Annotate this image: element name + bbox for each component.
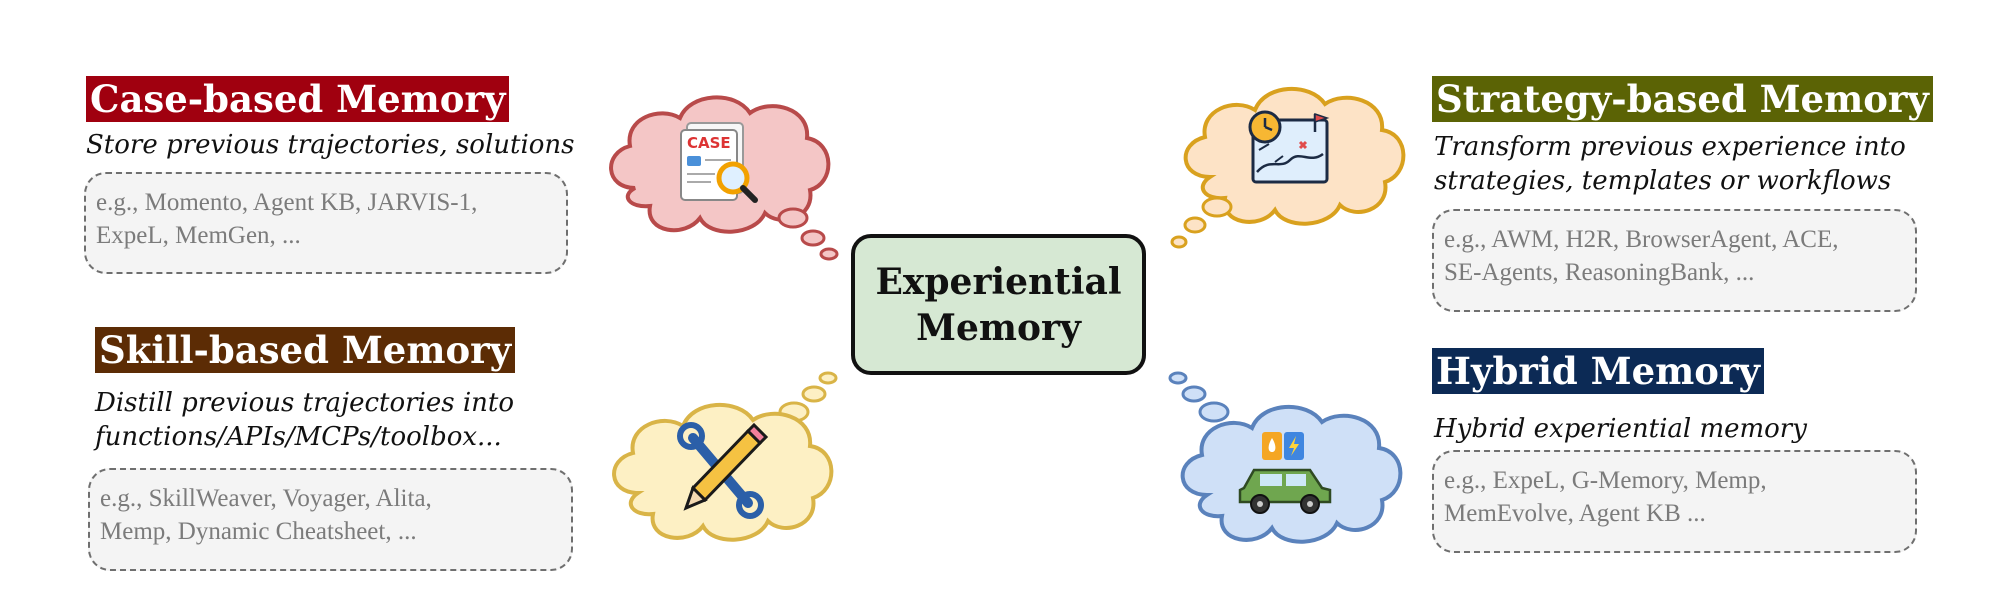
svg-text:CASE: CASE bbox=[687, 134, 731, 152]
skill-bubble bbox=[801, 385, 827, 403]
skill-bubble bbox=[818, 371, 838, 385]
strategy-bubble bbox=[1183, 216, 1207, 234]
case-desc-line: Store previous trajectories, solutions bbox=[86, 130, 575, 160]
strategy-memory-description: Transform previous experience into strat… bbox=[1434, 130, 1906, 198]
hybrid-bubble bbox=[1198, 401, 1230, 423]
strategy-bubble bbox=[1201, 196, 1233, 218]
case-bubble bbox=[800, 229, 826, 247]
strategy-desc-line: strategies, templates or workflows bbox=[1434, 166, 1892, 196]
strategy-desc-line: Transform previous experience into bbox=[1434, 132, 1906, 162]
skill-memory-title: Skill-based Memory bbox=[95, 327, 516, 373]
center-title-line: Memory bbox=[916, 306, 1081, 349]
skill-example-line: Memp, Dynamic Cheatsheet, ... bbox=[100, 518, 417, 545]
case-file-magnifier-icon: CASE bbox=[680, 122, 758, 203]
hybrid-thought-cloud bbox=[1168, 371, 1403, 544]
hybrid-bubble bbox=[1168, 371, 1188, 385]
strategy-thought-cloud bbox=[1170, 87, 1406, 249]
case-memory-examples: e.g., Momento, Agent KB, JARVIS-1, ExpeL… bbox=[84, 172, 568, 274]
hybrid-bubble bbox=[1181, 385, 1207, 403]
hybrid-memory-title: Hybrid Memory bbox=[1432, 348, 1764, 394]
skill-memory-description: Distill previous trajectories into funct… bbox=[95, 386, 514, 454]
case-thought-cloud: CASE bbox=[609, 95, 839, 261]
skill-example-line: e.g., SkillWeaver, Voyager, Alita, bbox=[100, 485, 432, 512]
skill-desc-line: functions/APIs/MCPs/toolbox... bbox=[95, 422, 502, 452]
hybrid-memory-examples: e.g., ExpeL, G-Memory, Memp, MemEvolve, … bbox=[1432, 450, 1917, 553]
strategy-example-line: e.g., AWM, H2R, BrowserAgent, ACE, bbox=[1444, 226, 1839, 253]
strategy-bubble bbox=[1170, 235, 1188, 249]
case-example-line: ExpeL, MemGen, ... bbox=[96, 222, 301, 249]
experiential-memory-center-box: Experiential Memory bbox=[851, 234, 1146, 375]
center-title-line: Experiential bbox=[875, 260, 1122, 303]
case-bubble bbox=[819, 247, 839, 261]
strategy-example-line: SE-Agents, ReasoningBank, ... bbox=[1444, 259, 1755, 286]
skill-memory-examples: e.g., SkillWeaver, Voyager, Alita, Memp,… bbox=[88, 468, 573, 571]
strategy-map-clock-icon bbox=[1248, 110, 1330, 184]
strategy-memory-examples: e.g., AWM, H2R, BrowserAgent, ACE, SE-Ag… bbox=[1432, 209, 1917, 312]
case-bubble bbox=[777, 207, 809, 229]
case-memory-description: Store previous trajectories, solutions bbox=[86, 128, 575, 162]
hybrid-example-line: e.g., ExpeL, G-Memory, Memp, bbox=[1444, 467, 1767, 494]
case-example-line: e.g., Momento, Agent KB, JARVIS-1, bbox=[96, 189, 478, 216]
hybrid-memory-description: Hybrid experiential memory bbox=[1434, 412, 1807, 446]
pencil-wrench-icon bbox=[677, 422, 769, 519]
skill-thought-cloud bbox=[612, 371, 838, 542]
hybrid-car-fuel-electric-icon bbox=[1238, 432, 1332, 514]
hybrid-desc-line: Hybrid experiential memory bbox=[1434, 414, 1807, 444]
case-memory-title: Case-based Memory bbox=[86, 76, 510, 122]
strategy-memory-title: Strategy-based Memory bbox=[1432, 76, 1933, 122]
hybrid-example-line: MemEvolve, Agent KB ... bbox=[1444, 500, 1706, 527]
skill-desc-line: Distill previous trajectories into bbox=[95, 388, 515, 418]
